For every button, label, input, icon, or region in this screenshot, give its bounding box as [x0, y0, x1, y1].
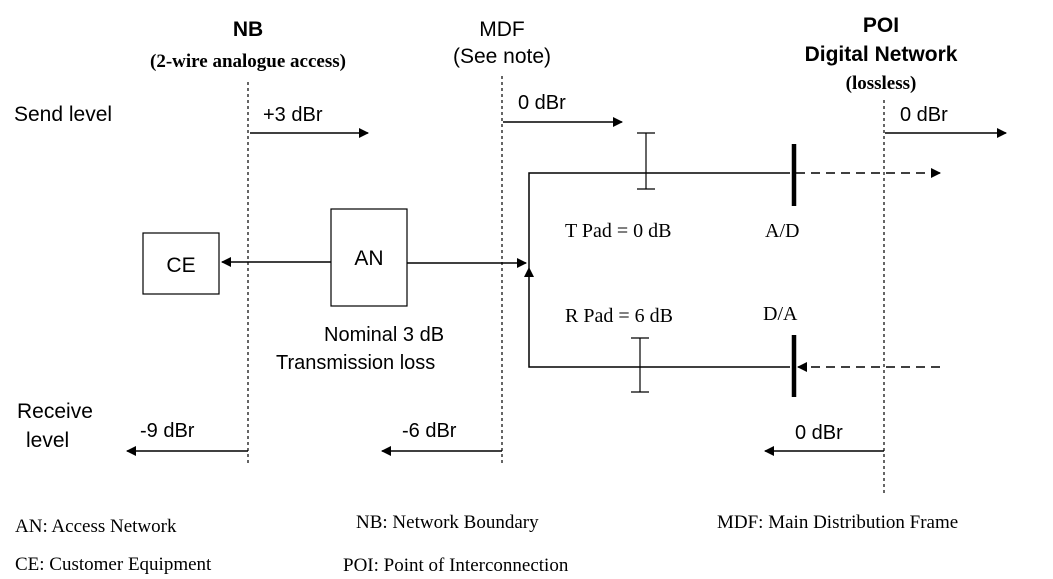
receive-level-label-1: Receive	[17, 400, 93, 423]
transmit-path	[528, 172, 790, 268]
poi-subtitle: (lossless)	[846, 73, 917, 94]
send-level-mdf: 0 dBr	[518, 92, 566, 114]
da-label: D/A	[763, 303, 798, 325]
send-level-poi: 0 dBr	[900, 104, 948, 126]
legend-ce: CE: Customer Equipment	[15, 554, 212, 575]
legend-nb: NB: Network Boundary	[356, 512, 539, 533]
mdf-subtitle: (See note)	[453, 45, 551, 68]
t-pad-label: T Pad = 0 dB	[565, 220, 671, 242]
send-level-nb: +3 dBr	[263, 104, 323, 126]
send-level-label: Send level	[14, 103, 112, 126]
legend-poi: POI: Point of Interconnection	[343, 555, 569, 576]
legend-mdf: MDF: Main Distribution Frame	[717, 512, 958, 533]
nominal-loss-line2: Transmission loss	[276, 352, 435, 374]
receive-level-nb: -9 dBr	[140, 420, 195, 442]
poi-title: POI	[863, 14, 899, 37]
nb-title: NB	[233, 18, 263, 41]
ad-label: A/D	[765, 220, 799, 242]
poi-line2: Digital Network	[805, 43, 958, 66]
legend-an: AN: Access Network	[15, 516, 177, 537]
an-box	[330, 208, 408, 307]
ce-box-label: CE	[166, 254, 195, 277]
ce-box	[142, 232, 220, 295]
receive-path	[524, 267, 790, 368]
nominal-loss-line1: Nominal 3 dB	[324, 324, 444, 346]
receive-level-poi: 0 dBr	[795, 422, 843, 444]
an-box-label: AN	[354, 247, 383, 270]
mdf-title: MDF	[479, 18, 525, 41]
nb-subtitle: (2-wire analogue access)	[150, 51, 346, 72]
receive-level-label-2: level	[26, 429, 69, 452]
r-pad-label: R Pad = 6 dB	[565, 305, 673, 327]
receive-level-mdf: -6 dBr	[402, 420, 457, 442]
